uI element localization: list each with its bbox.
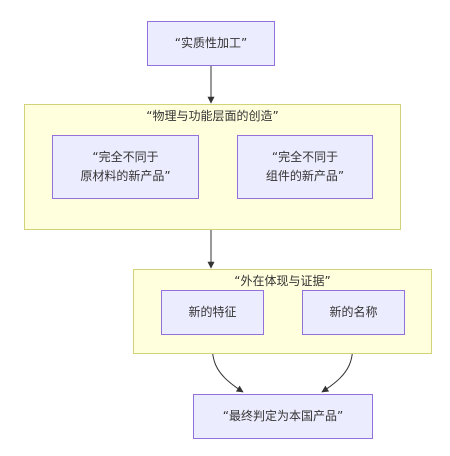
node-final-determination: “最终判定为本国产品” <box>193 394 373 439</box>
node-new-name: 新的名称 <box>302 290 405 335</box>
node-new-characteristics: 新的特征 <box>161 290 264 335</box>
node-substantial-processing: “实质性加工” <box>147 21 275 66</box>
group-title-evidence: “外在体现与证据” <box>234 274 331 288</box>
node-different-from-raw-materials: “完全不同于 原材料的新产品” <box>52 135 199 199</box>
group-title-creation: “物理与功能层面的创造” <box>146 109 279 123</box>
node-different-from-components: “完全不同于 组件的新产品” <box>237 135 373 199</box>
